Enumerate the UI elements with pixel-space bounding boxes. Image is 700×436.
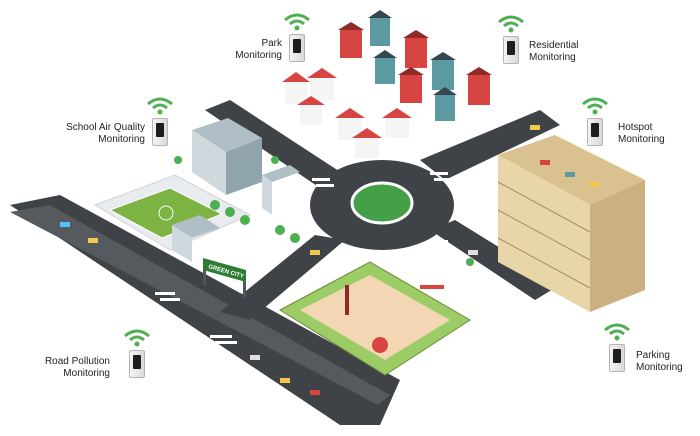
residential-road xyxy=(420,110,560,180)
air-quality-monitor-device xyxy=(587,118,603,146)
air-quality-monitor-device xyxy=(609,344,625,372)
wifi-icon xyxy=(582,97,608,115)
main-road-lane xyxy=(10,205,390,405)
wifi-icon xyxy=(284,13,310,31)
road-monitor-label: Road Pollution Monitoring xyxy=(44,356,110,379)
air-quality-monitor-device xyxy=(503,36,519,64)
park-monitor: Park Monitoring xyxy=(230,12,320,72)
playground xyxy=(278,261,471,376)
air-quality-monitor-device xyxy=(129,350,145,378)
school-road xyxy=(205,100,345,188)
road-monitor: Road Pollution Monitoring xyxy=(30,328,160,388)
residential-monitor: Residential Monitoring xyxy=(496,14,606,74)
wifi-icon xyxy=(498,15,524,33)
air-quality-monitor-device xyxy=(289,34,305,62)
soccer-field xyxy=(108,187,224,239)
residential-monitor-label: Residential Monitoring xyxy=(529,40,579,63)
hotspot-monitor: Hotspot Monitoring xyxy=(580,96,690,156)
field-center-circle xyxy=(158,205,174,221)
crosswalk xyxy=(155,172,452,344)
cars xyxy=(60,125,540,395)
hotspot-monitor-label: Hotspot Monitoring xyxy=(618,122,665,145)
school-building xyxy=(172,118,300,262)
wifi-icon xyxy=(124,329,150,347)
park-monitor-label: Park Monitoring xyxy=(235,38,282,61)
roundabout-island xyxy=(350,181,414,225)
parking-monitor: Parking Monitoring xyxy=(598,322,698,382)
lower-road xyxy=(220,235,345,320)
trees xyxy=(174,156,474,266)
parking-road xyxy=(430,220,560,300)
parking-monitor-label: Parking Monitoring xyxy=(636,350,683,373)
school-monitor: School Air Quality Monitoring xyxy=(55,96,185,156)
school-monitor-label: School Air Quality Monitoring xyxy=(66,122,145,145)
parking-garage xyxy=(497,135,645,312)
wifi-icon xyxy=(604,323,630,341)
wifi-icon xyxy=(147,97,173,115)
residential-cluster xyxy=(282,10,492,158)
air-quality-monitor-device xyxy=(152,118,168,146)
